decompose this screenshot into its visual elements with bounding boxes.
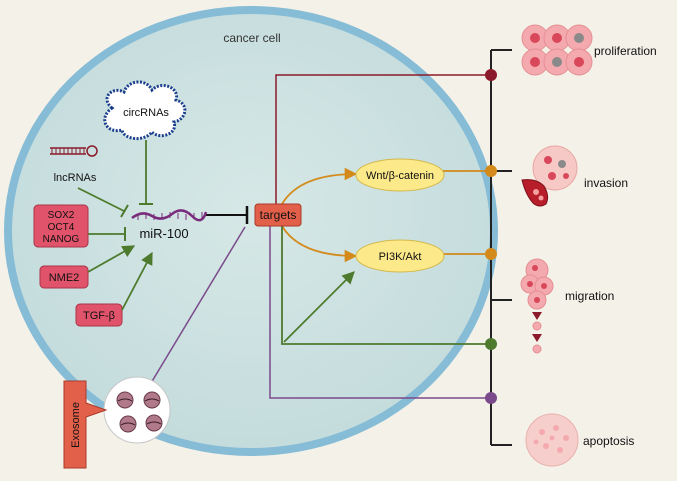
proliferation-node	[485, 69, 497, 81]
targets-to-wnt-arrow	[281, 167, 358, 205]
wnt-pathway-label: Wnt/β-catenin	[366, 170, 434, 182]
lncrna-to-mirna-inhibit	[77, 187, 125, 212]
circrnas-label: circRNAs	[123, 107, 169, 119]
circrna-icon	[103, 80, 187, 140]
exosome-particles	[116, 391, 163, 433]
apoptosis-label: apoptosis	[583, 434, 634, 448]
tf-oct4: OCT4	[48, 222, 75, 233]
targets-box	[254, 203, 302, 227]
nme2-box	[39, 265, 89, 289]
wnt-pathway	[355, 158, 445, 192]
targets-label: targets	[260, 208, 297, 222]
migration-node-green	[485, 338, 497, 350]
tf-nanog: NANOG	[43, 234, 80, 245]
proliferation-icon	[521, 24, 593, 76]
exosome-to-targets-inhibit	[147, 226, 246, 389]
proliferation-label: proliferation	[594, 44, 657, 58]
nme2-label: NME2	[49, 272, 80, 284]
migration-node-orange	[485, 248, 497, 260]
tf-box	[33, 204, 89, 248]
lncrna-icon	[50, 145, 98, 157]
lncrna-inhibit-bar	[120, 204, 129, 218]
cancer-cell-label: cancer cell	[223, 31, 280, 45]
targets-to-pi3k-arrow	[281, 225, 358, 263]
invasion-label: invasion	[584, 176, 628, 190]
tgfb-to-mirna-arrow	[121, 251, 153, 311]
migration-icon	[520, 258, 554, 354]
invasion-node	[485, 165, 497, 177]
targets-to-migration-green-line	[281, 226, 491, 345]
pi3k-pathway	[355, 239, 445, 273]
apoptosis-node	[485, 392, 497, 404]
exosome-label: Exosome	[70, 402, 82, 448]
tgfb-box	[75, 303, 123, 327]
exosome-vesicle	[103, 376, 171, 444]
mirna-label: miR-100	[139, 226, 188, 241]
pi3k-pathway-label: PI3K/Akt	[379, 251, 422, 263]
migration-label: migration	[565, 289, 614, 303]
tgfb-label: TGF-β	[83, 310, 115, 322]
lncrnas-label: lncRNAs	[54, 172, 97, 184]
apoptosis-icon	[525, 413, 579, 467]
invasion-icon	[521, 145, 578, 207]
tf-sox2: SOX2	[48, 210, 75, 221]
targets-to-apoptosis-line	[269, 226, 491, 399]
targets-to-proliferation-line	[275, 74, 491, 204]
exosome-callout	[63, 380, 108, 469]
green-to-pi3k-arrow	[283, 271, 355, 343]
mirna-strand-ticks	[137, 212, 203, 220]
nme2-to-mirna-arrow	[87, 245, 136, 273]
